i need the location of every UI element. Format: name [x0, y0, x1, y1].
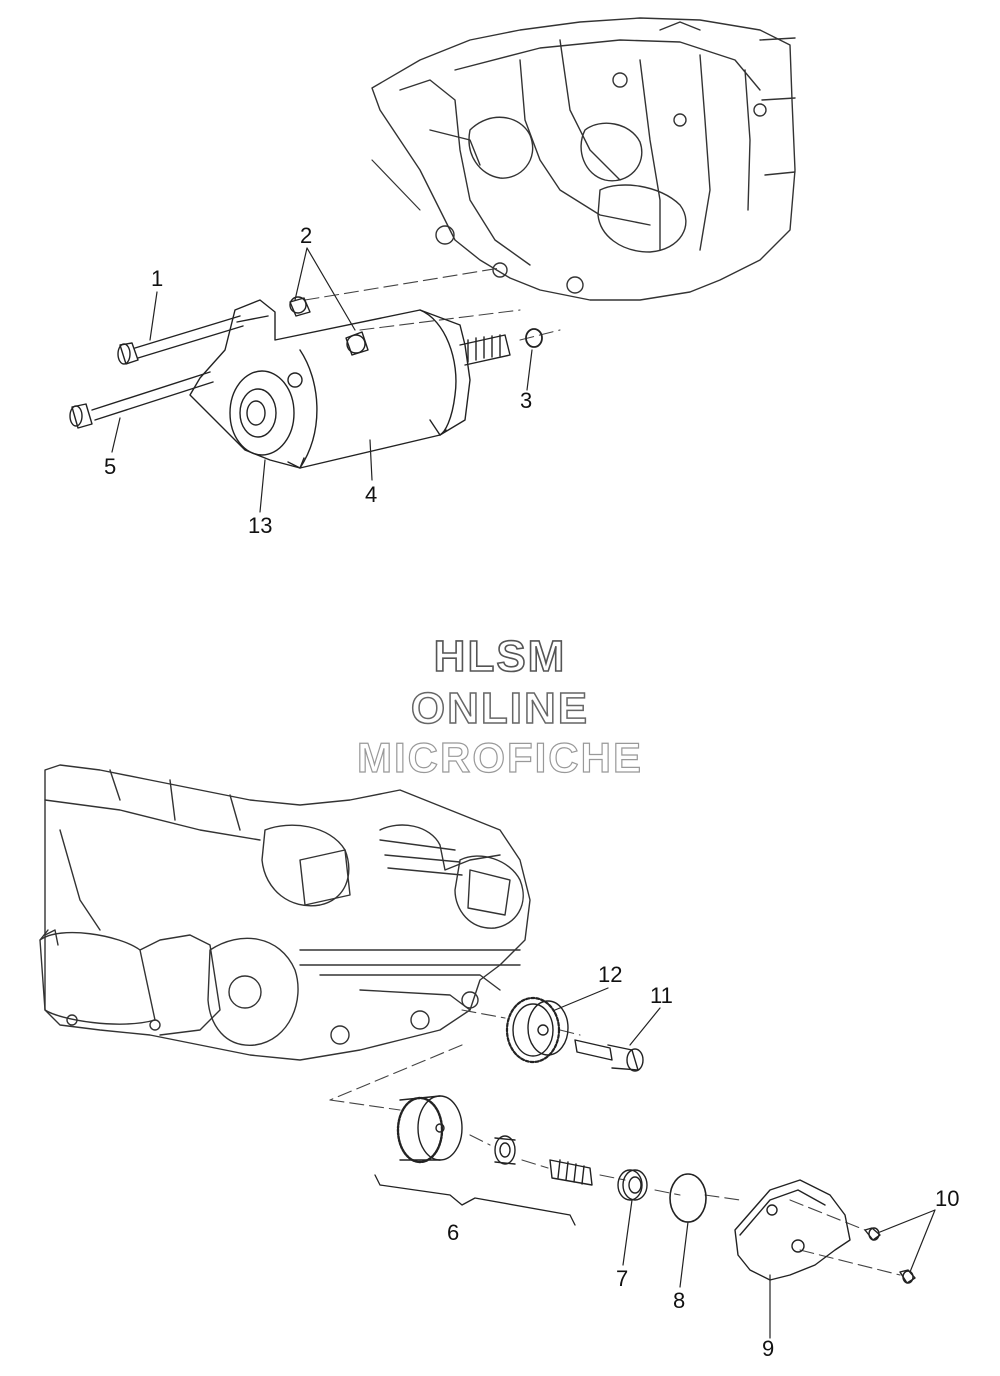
idler-shaft-11 — [574, 1039, 644, 1072]
crankcase-bottom — [39, 764, 531, 1061]
callout-3: 3 — [520, 388, 533, 413]
o-ring-8 — [669, 1173, 707, 1223]
callout-8: 8 — [673, 1288, 686, 1313]
starter-clutch-gear — [396, 1095, 593, 1186]
callout-11: 11 — [650, 983, 673, 1008]
starter-motor — [189, 299, 511, 469]
watermark-line-3: MICROFICHE — [356, 733, 643, 781]
cover-9 — [734, 1179, 851, 1281]
cover-bolts-10 — [864, 1227, 916, 1284]
crankcase-top — [371, 17, 796, 301]
alignment-lines-bottom — [329, 1009, 901, 1276]
callout-6: 6 — [447, 1220, 460, 1245]
dowel-pins — [289, 296, 369, 356]
callout-2: 2 — [300, 223, 313, 248]
callout-5: 5 — [104, 454, 117, 479]
watermark-line-1: HLSM — [433, 631, 567, 682]
callout-7: 7 — [616, 1266, 629, 1291]
mounting-bolt-5 — [69, 371, 214, 429]
callout-1: 1 — [151, 266, 164, 291]
callout-9: 9 — [762, 1336, 775, 1361]
watermark-line-2: ONLINE — [410, 683, 590, 734]
callout-13: 13 — [248, 513, 273, 538]
bearing-7 — [617, 1169, 648, 1201]
callout-10: 10 — [935, 1186, 960, 1211]
callout-12: 12 — [598, 962, 623, 987]
o-ring-3 — [525, 328, 543, 348]
callout-4: 4 — [365, 482, 378, 507]
alignment-lines-top — [304, 267, 561, 341]
group-bracket-6 — [374, 1174, 576, 1226]
mounting-bolt-1 — [117, 315, 244, 365]
leader-lines-bottom — [554, 987, 936, 1339]
leader-lines-top — [111, 247, 533, 513]
idler-gear-12 — [505, 996, 569, 1064]
